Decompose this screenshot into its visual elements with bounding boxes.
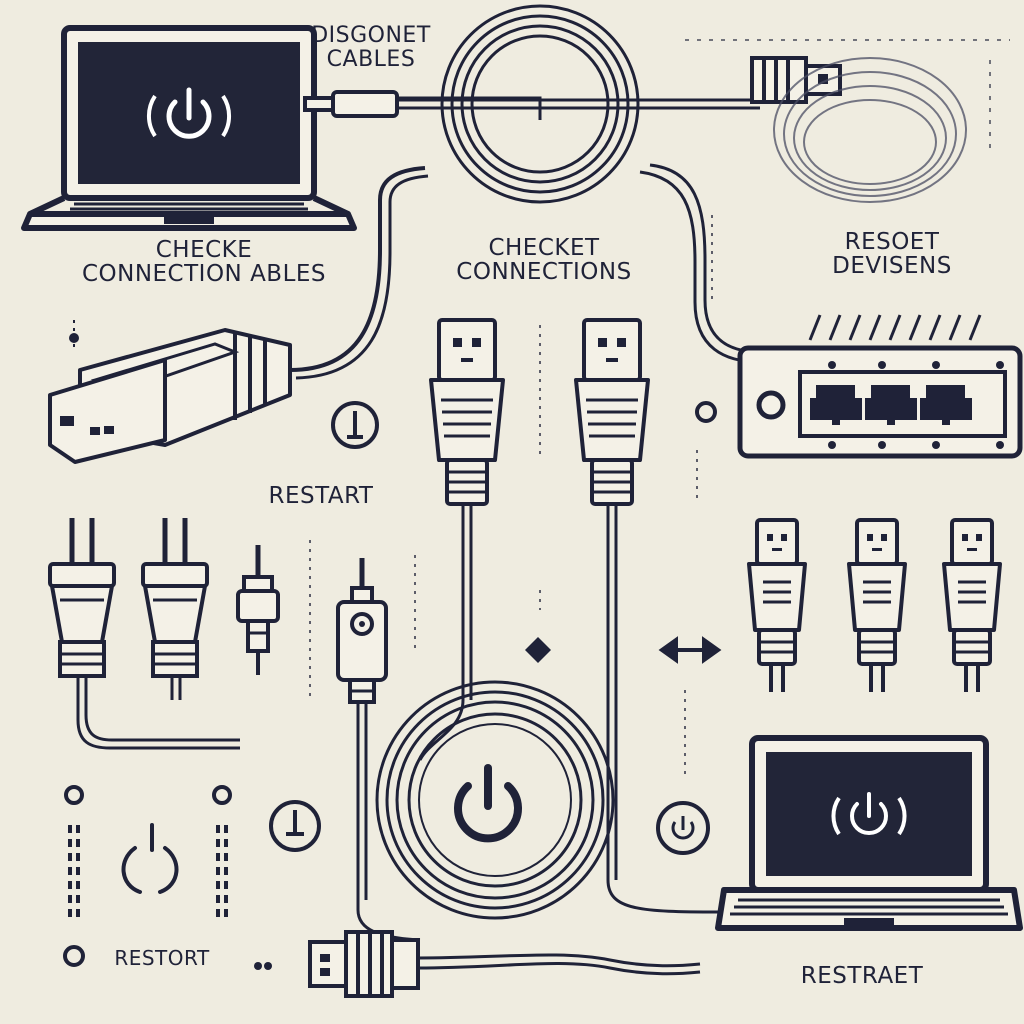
usb-plug-icon (574, 318, 650, 506)
usb-plug-icon (303, 90, 399, 118)
disconnect-label-line-2: CABLES (326, 47, 416, 72)
power-icon (331, 401, 379, 449)
restart-text: RESTART (268, 483, 374, 509)
audio-jack-icon (336, 558, 388, 704)
cable-coil-icon (440, 4, 640, 204)
checket-connections-label: CHECKET CONNECTIONS (426, 236, 662, 284)
checket-label-line-1: CHECKET (488, 235, 600, 261)
reset-devices-label: RESOET DEVISENS (800, 230, 984, 278)
laptop-icon (24, 28, 354, 228)
check-connection-cables-label: CHECKE CONNECTION ABLES (44, 238, 364, 286)
power-plug-icon (143, 518, 207, 676)
power-icon (656, 801, 710, 855)
power-icon (454, 764, 522, 843)
check-label-line-2: CONNECTION ABLES (81, 261, 327, 287)
usb-plug-icon (308, 930, 420, 998)
restraet-text: RESTRAET (800, 963, 924, 989)
reset-label-line-1: RESOET (844, 229, 940, 255)
restort-text: RESTORT (114, 946, 210, 970)
ethernet-plug-icon (48, 166, 429, 464)
usb-plug-icon (429, 318, 505, 506)
audio-jack-icon (236, 545, 280, 675)
disconnect-label-line-1: DISGONET (311, 23, 431, 48)
usb-plug-icon (747, 518, 807, 694)
cable-coil-icon (375, 680, 615, 920)
swap-arrow-icon (658, 636, 722, 664)
usb-plug-icon (942, 518, 1002, 694)
power-plug-icon (50, 518, 114, 676)
restort-label: RESTORT (92, 946, 232, 970)
usb-plug-icon (750, 56, 842, 104)
checket-label-line-2: CONNECTIONS (456, 259, 632, 285)
reset-label-line-2: DEVISENS (832, 253, 952, 279)
disconnect-cables-label: DISGONET CABLES (296, 24, 446, 72)
usb-plug-icon (847, 518, 907, 694)
power-icon (63, 785, 321, 970)
status-dot (695, 401, 717, 423)
check-label-line-1: CHECKE (155, 237, 253, 263)
cable-coil-icon (773, 57, 967, 203)
restart-label: RESTART (226, 484, 416, 508)
restraet-label: RESTRAET (776, 964, 948, 988)
laptop-icon (715, 735, 1023, 931)
network-switch-icon (737, 314, 1023, 459)
